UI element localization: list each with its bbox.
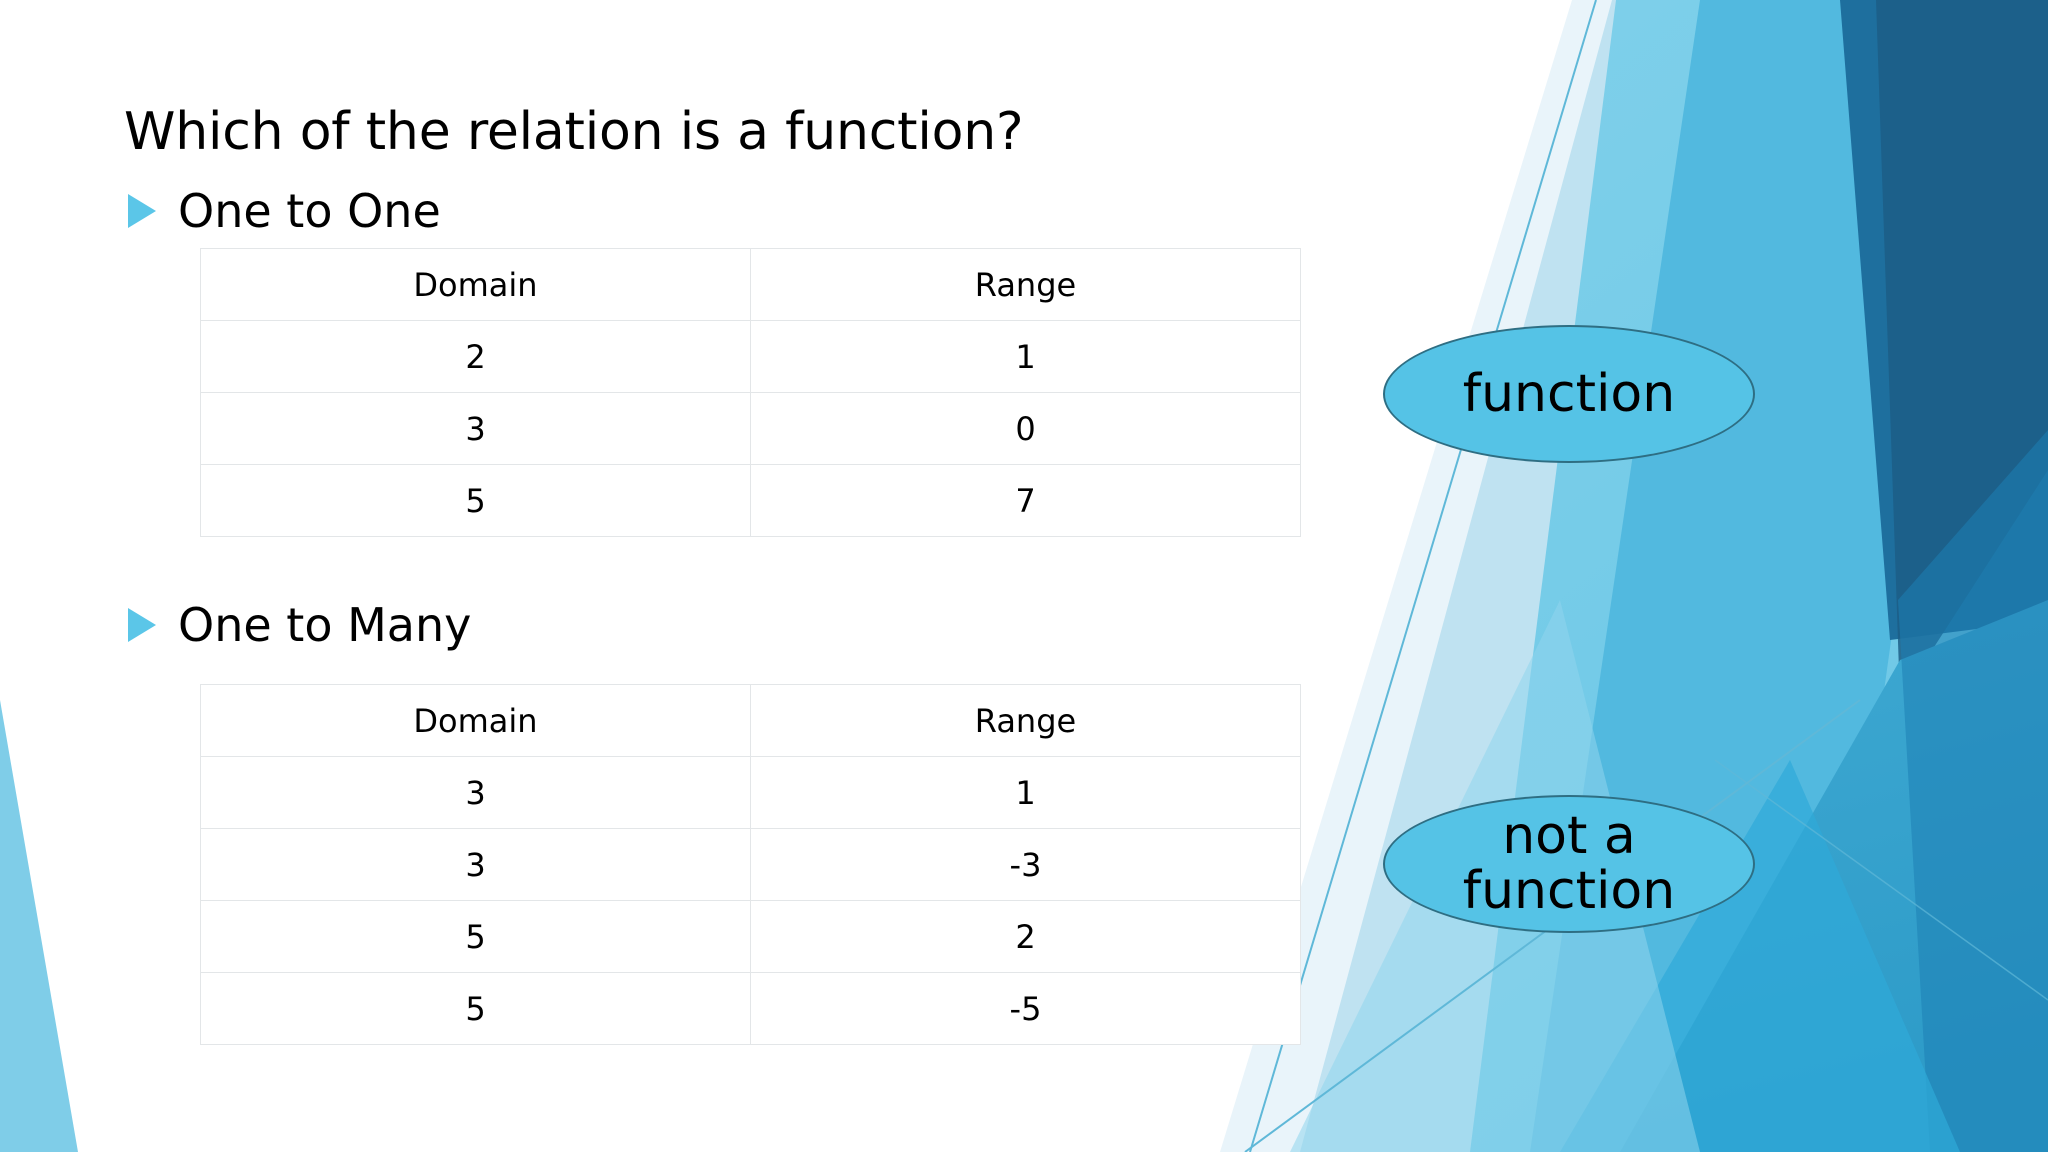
cell-range: 1 [750,320,1301,393]
relation-table-one-to-one: Domain Range 2 1 3 0 5 7 [200,248,1301,537]
callout-not-a-function: not a function [1383,795,1755,933]
cell-range: 1 [750,756,1301,829]
cell-domain: 3 [200,756,751,829]
table-header-row: Domain Range [200,684,1301,757]
cell-domain: 3 [200,828,751,901]
table-row: 3 0 [200,392,1301,465]
table-row: 5 7 [200,464,1301,537]
column-header-range: Range [750,248,1301,321]
bullet-item-one-to-one: One to One [128,188,441,234]
table-header-row: Domain Range [200,248,1301,321]
page-title: Which of the relation is a function? [124,102,1024,162]
table-row: 5 -5 [200,972,1301,1045]
cell-range: -5 [750,972,1301,1045]
cell-range: -3 [750,828,1301,901]
triangle-right-icon [128,194,156,228]
bullet-label-one-to-many: One to Many [178,598,472,652]
table-row: 3 1 [200,756,1301,829]
callout-not-a-function-label: not a function [1462,806,1676,921]
bullet-label-one-to-one: One to One [178,184,441,238]
table-row: 3 -3 [200,828,1301,901]
cell-domain: 2 [200,320,751,393]
triangle-right-icon [128,608,156,642]
table-row: 2 1 [200,320,1301,393]
table-row: 5 2 [200,900,1301,973]
cell-domain: 5 [200,900,751,973]
cell-range: 2 [750,900,1301,973]
cell-range: 0 [750,392,1301,465]
column-header-domain: Domain [200,684,751,757]
relation-table-one-to-many: Domain Range 3 1 3 -3 5 2 5 [200,684,1301,1045]
cell-domain: 5 [200,972,751,1045]
cell-domain: 5 [200,464,751,537]
cell-domain: 3 [200,392,751,465]
column-header-domain: Domain [200,248,751,321]
column-header-range: Range [750,684,1301,757]
callout-function: function [1383,325,1755,463]
bullet-item-one-to-many: One to Many [128,602,471,648]
callout-function-label: function [1462,363,1676,424]
cell-range: 7 [750,464,1301,537]
